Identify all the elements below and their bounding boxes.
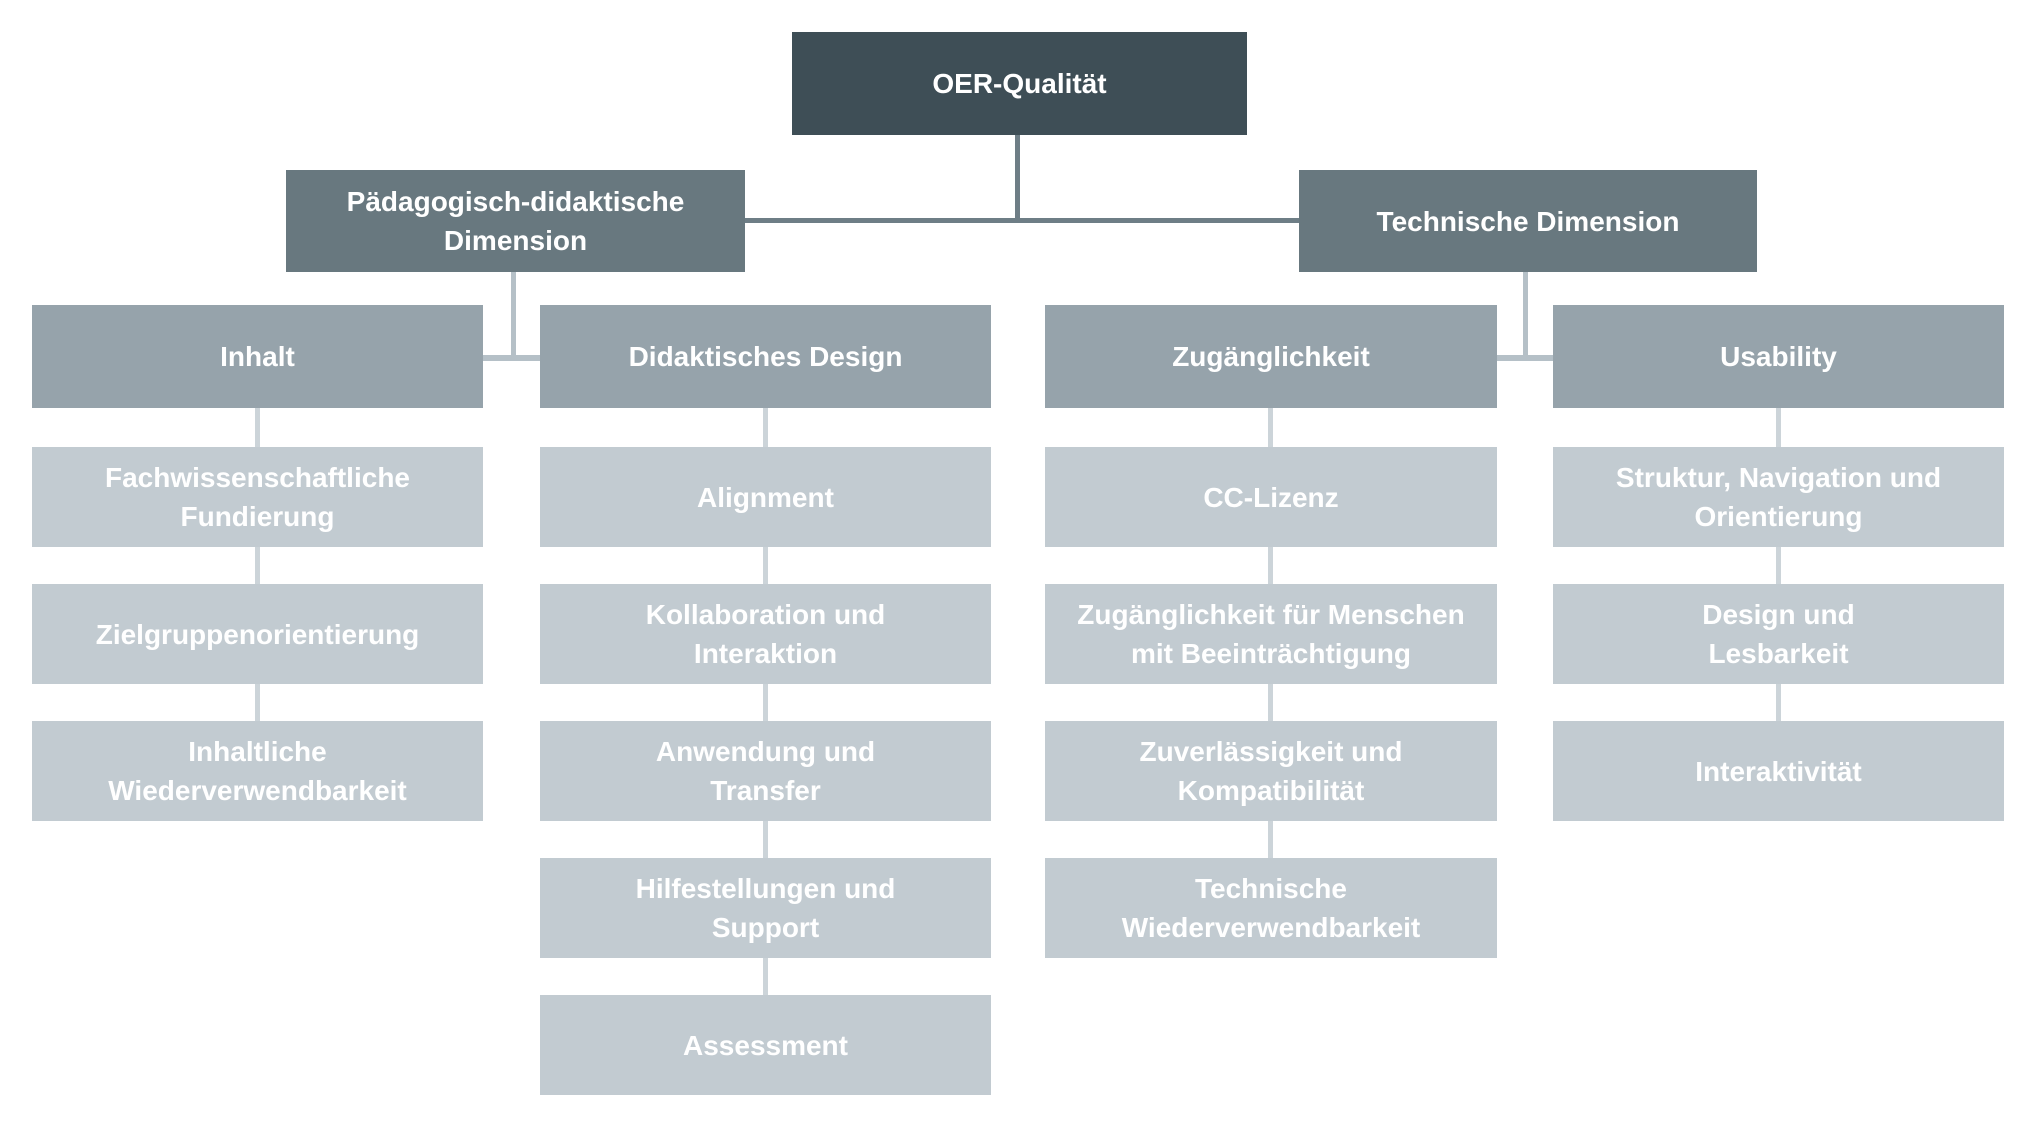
node-assessment: Assessment bbox=[540, 995, 991, 1095]
connector-dim1-drop bbox=[1523, 272, 1528, 356]
node-hilfestellungen-und-support: Hilfestellungen und Support bbox=[540, 858, 991, 958]
connector-col2-0 bbox=[1268, 408, 1273, 447]
node-design-und-lesbarkeit: Design und Lesbarkeit bbox=[1553, 584, 2004, 684]
connector-col0-1 bbox=[255, 547, 260, 584]
connector-root-drop bbox=[1015, 135, 1020, 221]
node-kollaboration-und-interaktion: Kollaboration und Interaktion bbox=[540, 584, 991, 684]
node-usability: Usability bbox=[1553, 305, 2004, 408]
node-interaktivitaet: Interaktivität bbox=[1553, 721, 2004, 821]
connector-col3-0 bbox=[1776, 408, 1781, 447]
node-anwendung-und-transfer: Anwendung und Transfer bbox=[540, 721, 991, 821]
connector-col2-1 bbox=[1268, 547, 1273, 584]
node-zielgruppenorientierung: Zielgruppenorientierung bbox=[32, 584, 483, 684]
node-technische-wiederverwendbarkeit: Technische Wiederverwendbarkeit bbox=[1045, 858, 1497, 958]
connector-dim0-drop bbox=[511, 272, 516, 356]
node-inhaltliche-wiederverwendbarkeit: Inhaltliche Wiederverwendbarkeit bbox=[32, 721, 483, 821]
node-struktur-navigation-und-orientierung: Struktur, Navigation und Orientierung bbox=[1553, 447, 2004, 547]
connector-col0-0 bbox=[255, 408, 260, 447]
connector-col1-4 bbox=[763, 958, 768, 995]
node-technische-dimension: Technische Dimension bbox=[1299, 170, 1757, 272]
node-alignment: Alignment bbox=[540, 447, 991, 547]
connector-col3-2 bbox=[1776, 684, 1781, 721]
connector-col1-1 bbox=[763, 547, 768, 584]
node-didaktisches-design: Didaktisches Design bbox=[540, 305, 991, 408]
connector-dim1-branch bbox=[1497, 355, 1553, 361]
node-paedagogisch-didaktische-dimension: Pädagogisch-didaktische Dimension bbox=[286, 170, 745, 272]
node-zuverlaessigkeit-und-kompatibilitaet: Zuverlässigkeit und Kompatibilität bbox=[1045, 721, 1497, 821]
connector-col2-3 bbox=[1268, 821, 1273, 858]
node-zugaenglichkeit-fuer-menschen-mit-beeintraechtigung: Zugänglichkeit für Menschen mit Beeinträ… bbox=[1045, 584, 1497, 684]
connector-col3-1 bbox=[1776, 547, 1781, 584]
node-fachwissenschaftliche-fundierung: Fachwissenschaftliche Fundierung bbox=[32, 447, 483, 547]
connector-dim0-branch bbox=[483, 355, 540, 361]
node-inhalt: Inhalt bbox=[32, 305, 483, 408]
connector-col1-0 bbox=[763, 408, 768, 447]
connector-col2-2 bbox=[1268, 684, 1273, 721]
connector-col1-2 bbox=[763, 684, 768, 721]
connector-col1-3 bbox=[763, 821, 768, 858]
connector-dimensions-horizontal bbox=[745, 218, 1299, 223]
node-cc-lizenz: CC-Lizenz bbox=[1045, 447, 1497, 547]
node-oer-qualitaet: OER-Qualität bbox=[792, 32, 1247, 135]
connector-col0-2 bbox=[255, 684, 260, 721]
node-zugaenglichkeit: Zugänglichkeit bbox=[1045, 305, 1497, 408]
